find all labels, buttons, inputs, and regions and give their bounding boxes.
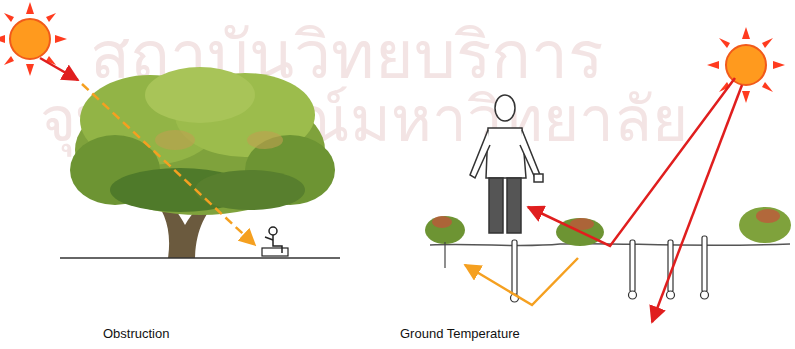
shrub-flowers [432,216,452,228]
sun [10,19,50,59]
person-arm [265,237,273,240]
sun [726,45,766,85]
tree-canopy [70,67,335,215]
shrub [739,207,791,243]
hand-object [534,174,543,182]
sun-ray [707,61,719,69]
thermometer-tube [630,240,635,292]
thermometer-tube [702,236,707,292]
thermometer-bulb [701,291,709,299]
shrub-foliage [425,216,465,244]
sun-ray [4,56,14,65]
shrub-stem [444,242,445,268]
sun-ray [26,2,34,14]
shrub-flowers [756,209,780,223]
sun-ray [46,13,56,22]
seated-person [265,227,282,253]
blocked-ray [82,84,255,245]
thermometer-bulb [629,291,637,299]
person-head [269,227,277,235]
sun-rays [707,27,785,103]
sun-ray [0,35,5,43]
caption-label: Obstruction [103,326,169,341]
ground-line [60,257,340,259]
sun-rays [0,2,67,76]
sun-ray [762,82,773,92]
caption-label: Ground Temperature [400,326,520,341]
person-leg [507,178,521,233]
sun-ray [742,91,750,103]
thermometer [701,236,709,299]
sun-ray [773,61,785,69]
shrub [425,216,465,268]
sun-ray [55,35,67,43]
person-leg [489,178,503,233]
shrub-foliage [739,207,791,243]
bench [262,248,288,256]
canopy-highlight [247,131,283,149]
person-torso [486,128,526,178]
sun-ray [742,27,750,39]
person-body [273,235,282,253]
thermometer [629,240,637,299]
sun-ray [762,38,773,48]
sun-ray [26,64,34,76]
thermometer [667,240,675,299]
thermometer-bulb [667,291,675,299]
ground-heat-ray [465,258,578,305]
thermometer-tube [512,240,517,295]
sun-ray [719,38,730,48]
person-head [495,95,515,121]
canopy-highlight [155,130,195,150]
canopy-mass [145,67,255,123]
sun-ray [4,13,14,22]
sun-ray-arrow [40,58,78,80]
